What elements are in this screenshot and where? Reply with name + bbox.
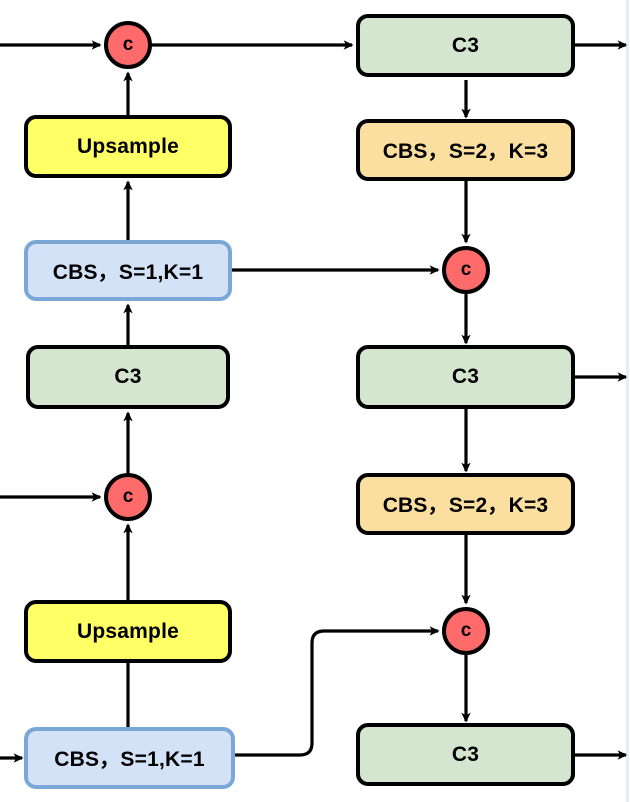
c3-block-right-middle[interactable]: C3 (356, 345, 575, 409)
edge-cbs-bottom-to-concat-right-lower (235, 626, 440, 757)
cbs-block-s2-k3-lower[interactable]: CBS，S=2，K=3 (356, 473, 575, 535)
upsample-block-top[interactable]: Upsample (24, 115, 232, 178)
cbs-block-s2-k3-upper[interactable]: CBS，S=2，K=3 (356, 119, 575, 181)
c3-block-left-upper[interactable]: C3 (26, 345, 230, 409)
c3-block-right-top[interactable]: C3 (356, 14, 575, 77)
cbs-block-s1-k1-bottom[interactable]: CBS，S=1,K=1 (24, 727, 235, 789)
concat-node-right-lower[interactable]: c (442, 607, 490, 655)
concat-node-mid-left[interactable]: c (104, 473, 152, 521)
head-output-edge-strip (626, 0, 629, 802)
upsample-block-bottom[interactable]: Upsample (24, 600, 232, 663)
concat-node-top-left[interactable]: c (104, 21, 152, 69)
cbs-block-s1-k1-top[interactable]: CBS，S=1,K=1 (24, 240, 232, 301)
c3-block-right-bottom[interactable]: C3 (356, 723, 575, 786)
concat-node-right-upper[interactable]: c (442, 246, 490, 294)
